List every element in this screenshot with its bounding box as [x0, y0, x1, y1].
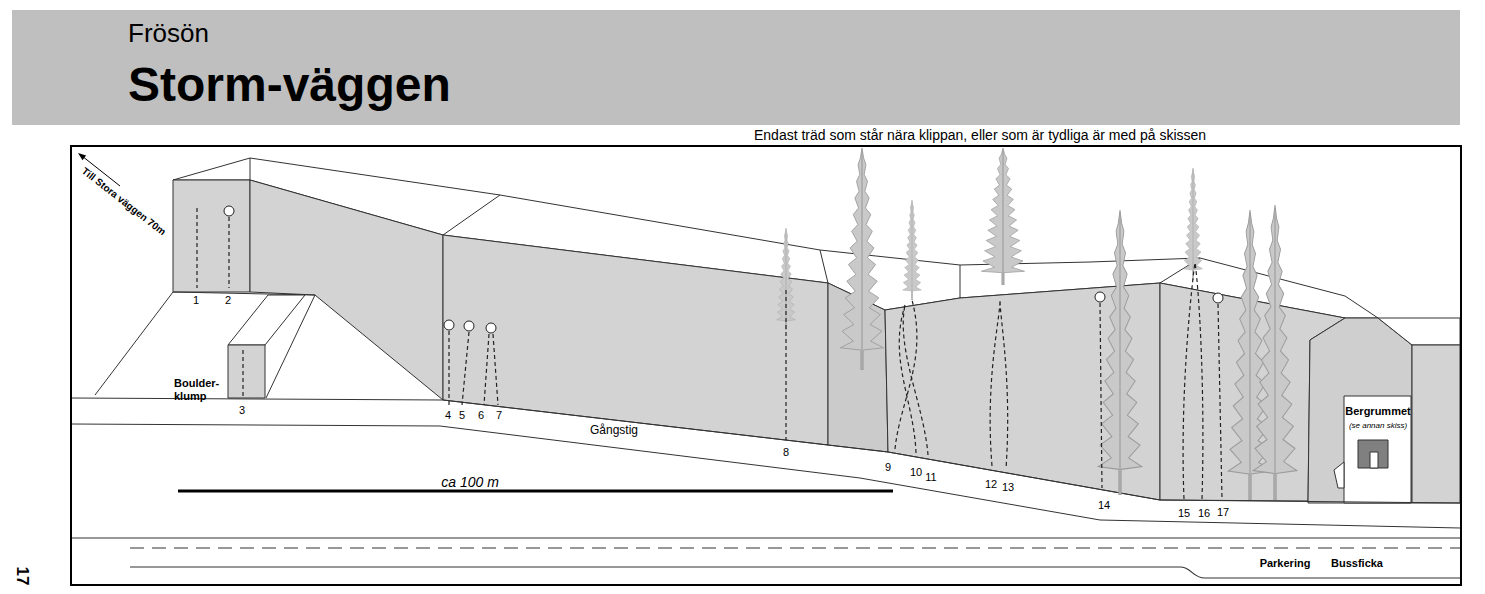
route-number: 12 [985, 478, 997, 491]
route-number: 15 [1178, 507, 1190, 520]
rock-wall [95, 158, 1460, 503]
route-number: 1 [193, 294, 199, 307]
area-name: Frösön [128, 19, 209, 49]
route-number: 10 [910, 466, 922, 479]
spruce-trees [777, 148, 1297, 500]
route-number: 17 [1217, 506, 1229, 519]
route-number: 2 [225, 294, 231, 307]
direction-label: Till Stora väggen 70m [80, 166, 167, 237]
route-number: 9 [885, 461, 891, 474]
route-number: 11 [925, 471, 936, 484]
route-number: 4 [445, 409, 451, 422]
route-number: 16 [1198, 507, 1210, 520]
header-band [12, 10, 1460, 125]
route-number: 5 [459, 409, 465, 422]
route-number: 3 [239, 404, 245, 417]
road [71, 538, 1461, 578]
route-number: 14 [1098, 499, 1110, 512]
bus-stop-label: Bussficka [1331, 557, 1383, 570]
route-number: 7 [496, 409, 502, 422]
scale-bar [178, 490, 893, 493]
anchor-circles [224, 206, 1223, 333]
page-number: 17 [12, 567, 32, 586]
path-label: Gångstig [590, 424, 638, 438]
cave-label: Bergrummet [1345, 405, 1410, 418]
route-number: 8 [783, 446, 789, 459]
cave-note: (se annan skiss) [1349, 421, 1407, 430]
scale-label: ca 100 m [441, 474, 499, 490]
sketch-note: Endast träd som står nära klippan, eller… [754, 127, 1206, 143]
route-number: 6 [478, 409, 484, 422]
page-title: Storm-väggen [128, 57, 451, 112]
route-lines [197, 208, 1222, 499]
parking-label: Parkering [1260, 557, 1311, 570]
sketch-frame [71, 146, 1461, 585]
route-number: 13 [1002, 481, 1014, 494]
boulder-label: Boulder- klump [174, 377, 226, 402]
